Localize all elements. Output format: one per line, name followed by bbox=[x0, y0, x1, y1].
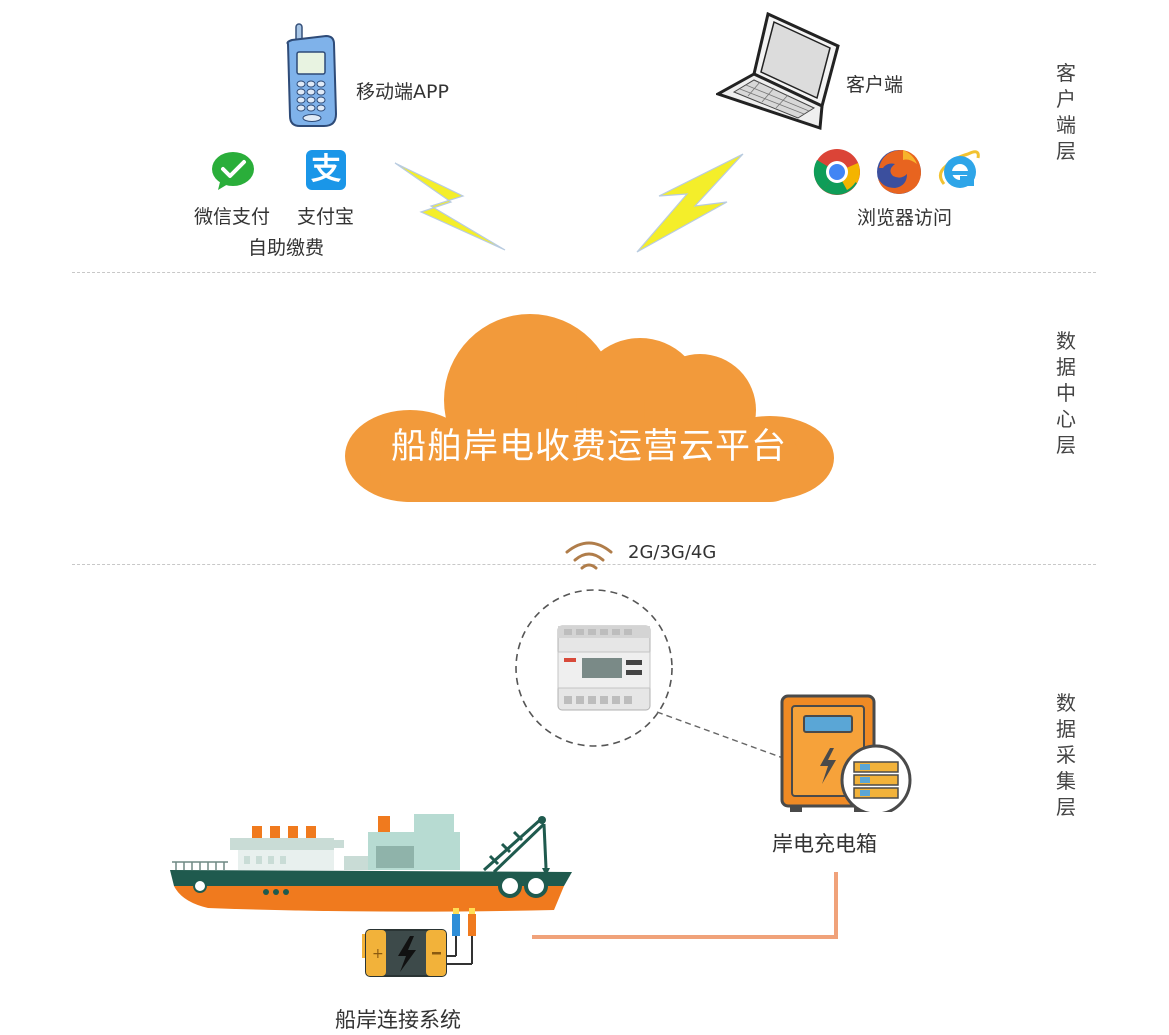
self-pay-label: 自助缴费 bbox=[248, 237, 325, 259]
divider-top bbox=[72, 272, 1096, 273]
alipay-label: 支付宝 bbox=[297, 206, 355, 228]
wechat-pay-icon bbox=[212, 152, 254, 190]
chrome-icon bbox=[813, 149, 860, 195]
laptop-icon bbox=[716, 12, 840, 131]
charge-box-icon bbox=[780, 694, 912, 812]
wechat-pay-label: 微信支付 bbox=[194, 206, 271, 228]
lightning-left-icon bbox=[394, 162, 506, 251]
lightning-right-icon bbox=[636, 153, 744, 253]
mobile-app-label: 移动端APP bbox=[356, 81, 449, 103]
mobile-phone-icon bbox=[286, 23, 338, 127]
collection-layer-label: 数据采集层 bbox=[1056, 691, 1076, 819]
ship-icon bbox=[170, 814, 572, 912]
data-center-layer-label: 数据中心层 bbox=[1056, 329, 1076, 457]
cloud-shape bbox=[345, 314, 834, 502]
energy-meter-icon bbox=[515, 589, 673, 747]
power-line bbox=[532, 872, 838, 939]
charge-box-label: 岸电充电箱 bbox=[772, 832, 877, 856]
wifi-icon bbox=[565, 541, 613, 570]
browser-access-label: 浏览器访问 bbox=[857, 207, 953, 229]
network-label: 2G/3G/4G bbox=[628, 542, 717, 563]
svg-text:+: + bbox=[372, 946, 384, 962]
client-layer-label: 客户端层 bbox=[1056, 61, 1076, 163]
pc-client-label: 客户端 bbox=[846, 74, 904, 96]
firefox-icon bbox=[877, 150, 921, 194]
platform-title: 船舶岸电收费运营云平台 bbox=[390, 427, 787, 467]
divider-bottom bbox=[72, 564, 1096, 565]
alipay-icon: 支 bbox=[306, 150, 346, 190]
meter-connector bbox=[656, 711, 784, 759]
battery-icon: + bbox=[362, 908, 476, 977]
ie-icon bbox=[939, 150, 980, 188]
ship-shore-system-label: 船岸连接系统 bbox=[335, 1008, 461, 1032]
